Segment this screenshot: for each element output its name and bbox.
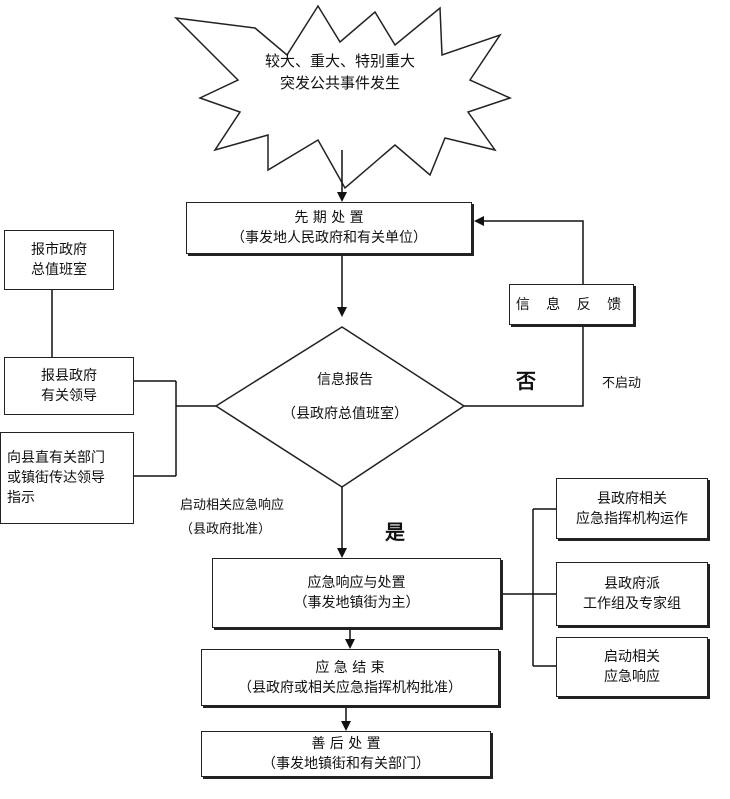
relay-instructions-box: 向县直有关部门 或镇街传达领导 指示 xyxy=(0,432,134,524)
feedback-box: 信 息 反 馈 xyxy=(509,284,634,325)
response-title: 应急响应与处置 xyxy=(307,575,406,591)
team-line-2: 工作组及专家组 xyxy=(583,596,681,612)
city-duty-room-box: 报市政府 总值班室 xyxy=(4,230,114,290)
city-line-1: 报市政府 xyxy=(31,242,87,258)
leaders-line-2: 有关领导 xyxy=(41,388,97,404)
relay-line-3: 指示 xyxy=(7,490,35,506)
branch-yes-note-1: 启动相关应急响应 xyxy=(180,498,285,513)
relay-line-1: 向县直有关部门 xyxy=(7,450,105,466)
event-burst-label: 较大、重大、特别重大 突发公共事件发生 xyxy=(210,50,470,94)
branch-yes-label: 是 xyxy=(385,520,405,544)
emergency-end-box: 应 急 结 束 （县政府或相关应急指挥机构批准） xyxy=(201,649,499,706)
connector-no-branch xyxy=(464,326,584,407)
agency-line-1: 县政府相关 xyxy=(597,490,667,507)
branch-no-label: 否 xyxy=(516,369,536,393)
response-box: 应急响应与处置 （事发地镇街为主） xyxy=(212,558,501,628)
aftermath-box: 善 后 处 置 （事发地镇街和有关部门） xyxy=(201,731,491,777)
county-leaders-box: 报县政府 有关领导 xyxy=(4,357,134,415)
feedback-label: 信 息 反 馈 xyxy=(515,296,628,313)
branch-no-note: 不启动 xyxy=(602,376,642,391)
start-line-1: 启动相关 xyxy=(604,649,660,665)
arrow-feedback-to-initial xyxy=(474,216,584,284)
initial-handling-title: 先 期 处 置 xyxy=(294,210,364,226)
report-title: 信息报告 xyxy=(317,372,373,388)
response-sub: （事发地镇街为主） xyxy=(293,595,420,611)
start-line-2: 应急响应 xyxy=(604,669,660,685)
branch-yes-note-2: （县政府批准） xyxy=(180,522,272,537)
leaders-line-1: 报县政府 xyxy=(41,368,97,384)
team-line-1: 县政府派 xyxy=(604,576,660,592)
event-line-2: 突发公共事件发生 xyxy=(279,74,400,92)
start-response-box: 启动相关 应急响应 xyxy=(556,637,708,697)
initial-handling-box: 先 期 处 置 （事发地人民政府和有关单位） xyxy=(186,202,472,254)
agency-box: 县政府相关 应急指挥机构运作 xyxy=(556,478,708,539)
relay-line-2: 或镇街传达领导 xyxy=(7,470,105,486)
aftermath-sub: （事发地镇街和有关部门） xyxy=(262,756,430,772)
initial-handling-sub: （事发地人民政府和有关单位） xyxy=(231,230,427,246)
aftermath-title: 善 后 处 置 xyxy=(311,736,381,752)
end-sub: （县政府或相关应急指挥机构批准） xyxy=(238,679,462,696)
city-line-2: 总值班室 xyxy=(31,262,87,278)
report-diamond-label: 信息报告 （县政府总值班室） xyxy=(230,370,460,424)
event-burst-shape xyxy=(173,4,513,190)
report-sub: （县政府总值班室） xyxy=(282,406,408,422)
work-team-box: 县政府派 工作组及专家组 xyxy=(556,562,708,626)
event-line-1: 较大、重大、特别重大 xyxy=(264,52,415,70)
end-title: 应 急 结 束 xyxy=(315,659,385,676)
agency-line-2: 应急指挥机构运作 xyxy=(576,510,688,527)
